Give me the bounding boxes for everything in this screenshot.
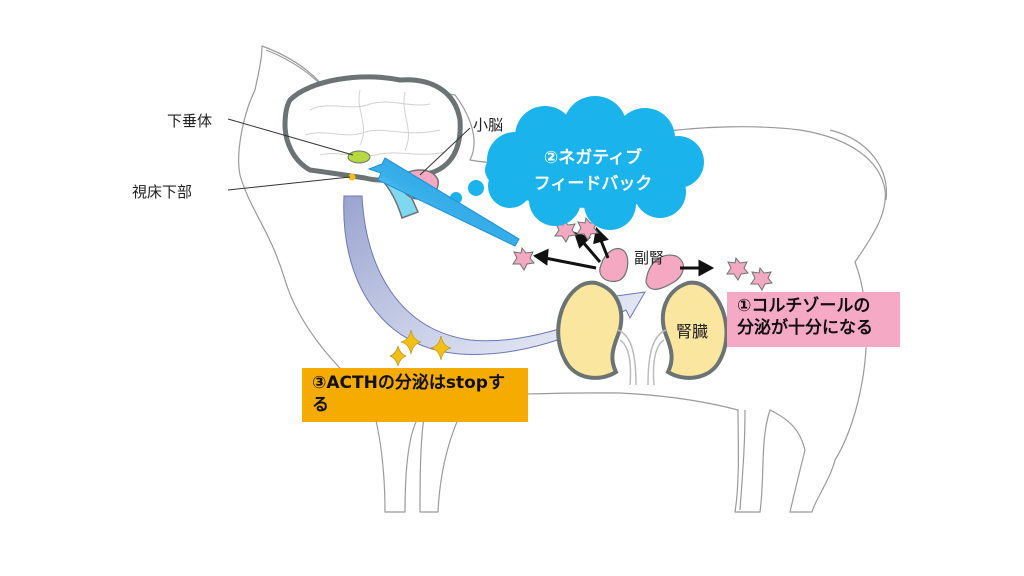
cortisol-release-arrows bbox=[532, 226, 715, 277]
label-pituitary: 下垂体 bbox=[167, 112, 213, 130]
label-pointer-lines bbox=[227, 118, 471, 191]
step3-acth-box: ③ACTHの分泌はstopす る bbox=[302, 368, 528, 422]
step1-cortisol-box: ①コルチゾールの 分泌が十分になる bbox=[727, 292, 900, 347]
label-hypothalamus: 視床下部 bbox=[132, 183, 193, 201]
step1-line1: ①コルチゾールの bbox=[737, 296, 871, 316]
kidneys bbox=[556, 280, 729, 386]
step1-line2: 分泌が十分になる bbox=[737, 318, 873, 338]
label-cerebellum: 小脳 bbox=[473, 116, 504, 134]
label-adrenal: 副腎 bbox=[634, 249, 665, 267]
cortisol-molecules bbox=[512, 216, 773, 291]
cloud-caption: ②ネガティブ フィードバック bbox=[498, 145, 688, 197]
feedback-cloud bbox=[485, 96, 704, 230]
step3-line1: ③ACTHの分泌はstopす bbox=[312, 373, 505, 393]
brain bbox=[282, 74, 463, 219]
label-kidney: 腎臓 bbox=[676, 322, 709, 341]
acth-curve-arrow bbox=[343, 195, 646, 355]
cloud-caption-line2: フィードバック bbox=[533, 174, 653, 194]
sparkle-icons bbox=[389, 329, 452, 367]
step3-line2: る bbox=[312, 395, 329, 415]
cloud-caption-line1: ②ネガティブ bbox=[543, 148, 643, 168]
feedback-arrow bbox=[367, 157, 520, 247]
